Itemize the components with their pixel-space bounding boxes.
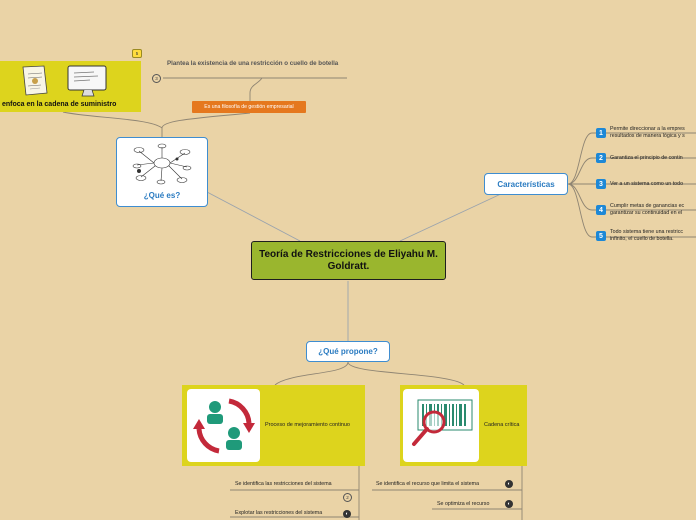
right-item-2[interactable]: Se optimiza el recurso	[437, 501, 489, 507]
supply-chain-badge: 5	[132, 49, 142, 58]
left-item-2[interactable]: Explotar las restricciones del sistema	[235, 510, 322, 516]
characteristic-5-text[interactable]: Todo sistema tiene una restricc infinito…	[610, 229, 683, 243]
left-item-1-badge: 2	[343, 493, 352, 502]
continuous-improvement-label: Proceso de mejoramiento continuo	[265, 422, 350, 428]
plantea-text[interactable]: Plantea la existencia de una restricción…	[167, 60, 342, 68]
characteristic-1-line2: resultados de manera lógica y s	[610, 133, 685, 140]
characteristic-3-badge: 3	[596, 179, 606, 189]
left-item-1[interactable]: Se identifica las restricciones del sist…	[235, 481, 332, 487]
characteristic-5-line1: Todo sistema tiene una restricc	[610, 229, 683, 236]
characteristic-1-text[interactable]: Permite direccionar a la empres resultad…	[610, 126, 685, 140]
supply-chain-label: enfoca en la cadena de suministro	[2, 101, 116, 108]
characteristic-5-line2: infinito, el cuello de botella.	[610, 236, 683, 243]
topic-caracteristicas-label: Características	[497, 180, 554, 189]
characteristic-1-line1: Permite direccionar a la empres	[610, 126, 685, 133]
barcode-magnifier-icon	[403, 389, 479, 462]
right-item-2-badge: ◐	[505, 500, 513, 508]
topic-que-es[interactable]: ¿Qué es?	[116, 137, 208, 207]
right-item-1-badge: ◐	[505, 480, 513, 488]
continuous-improvement-node[interactable]: Proceso de mejoramiento continuo	[182, 385, 365, 466]
cycle-people-icon	[187, 389, 260, 462]
monitor-illustration-icon	[66, 64, 110, 103]
characteristic-5-badge: 5	[596, 231, 606, 241]
critical-chain-label: Cadena crítica	[484, 422, 519, 428]
topic-caracteristicas[interactable]: Características	[484, 173, 568, 195]
supply-chain-node[interactable]: enfoca en la cadena de suministro	[0, 61, 141, 112]
filosofia-tag[interactable]: Es una filosofía de gestión empresarial	[192, 101, 306, 113]
central-topic-title: Teoría de Restricciones de Eliyahu M. Go…	[252, 249, 445, 273]
mindmap-sketch-icon	[127, 141, 197, 189]
characteristic-1-badge: 1	[596, 128, 606, 138]
topic-que-propone-label: ¿Qué propone?	[318, 347, 378, 356]
topic-que-es-label: ¿Qué es?	[144, 191, 180, 200]
characteristic-4-line1: Cumplir metas de ganancias ec	[610, 203, 684, 210]
characteristic-3-text[interactable]: Ver a un sistema como un todo	[610, 181, 683, 187]
characteristic-2-text[interactable]: Garantiza el principio de contin	[610, 155, 683, 161]
left-item-2-badge: ◐	[343, 510, 351, 518]
right-item-1[interactable]: Se identifica el recurso que limita el s…	[376, 481, 479, 487]
critical-chain-node[interactable]: Cadena crítica	[400, 385, 527, 466]
central-topic[interactable]: Teoría de Restricciones de Eliyahu M. Go…	[251, 241, 446, 280]
plantea-badge: 3	[152, 74, 161, 83]
characteristic-4-text[interactable]: Cumplir metas de ganancias ec garantizar…	[610, 203, 684, 217]
topic-que-propone[interactable]: ¿Qué propone?	[306, 341, 390, 362]
characteristic-2-badge: 2	[596, 153, 606, 163]
characteristic-4-line2: garantizar su continuidad en el	[610, 210, 684, 217]
characteristic-4-badge: 4	[596, 205, 606, 215]
document-illustration-icon	[20, 65, 50, 102]
